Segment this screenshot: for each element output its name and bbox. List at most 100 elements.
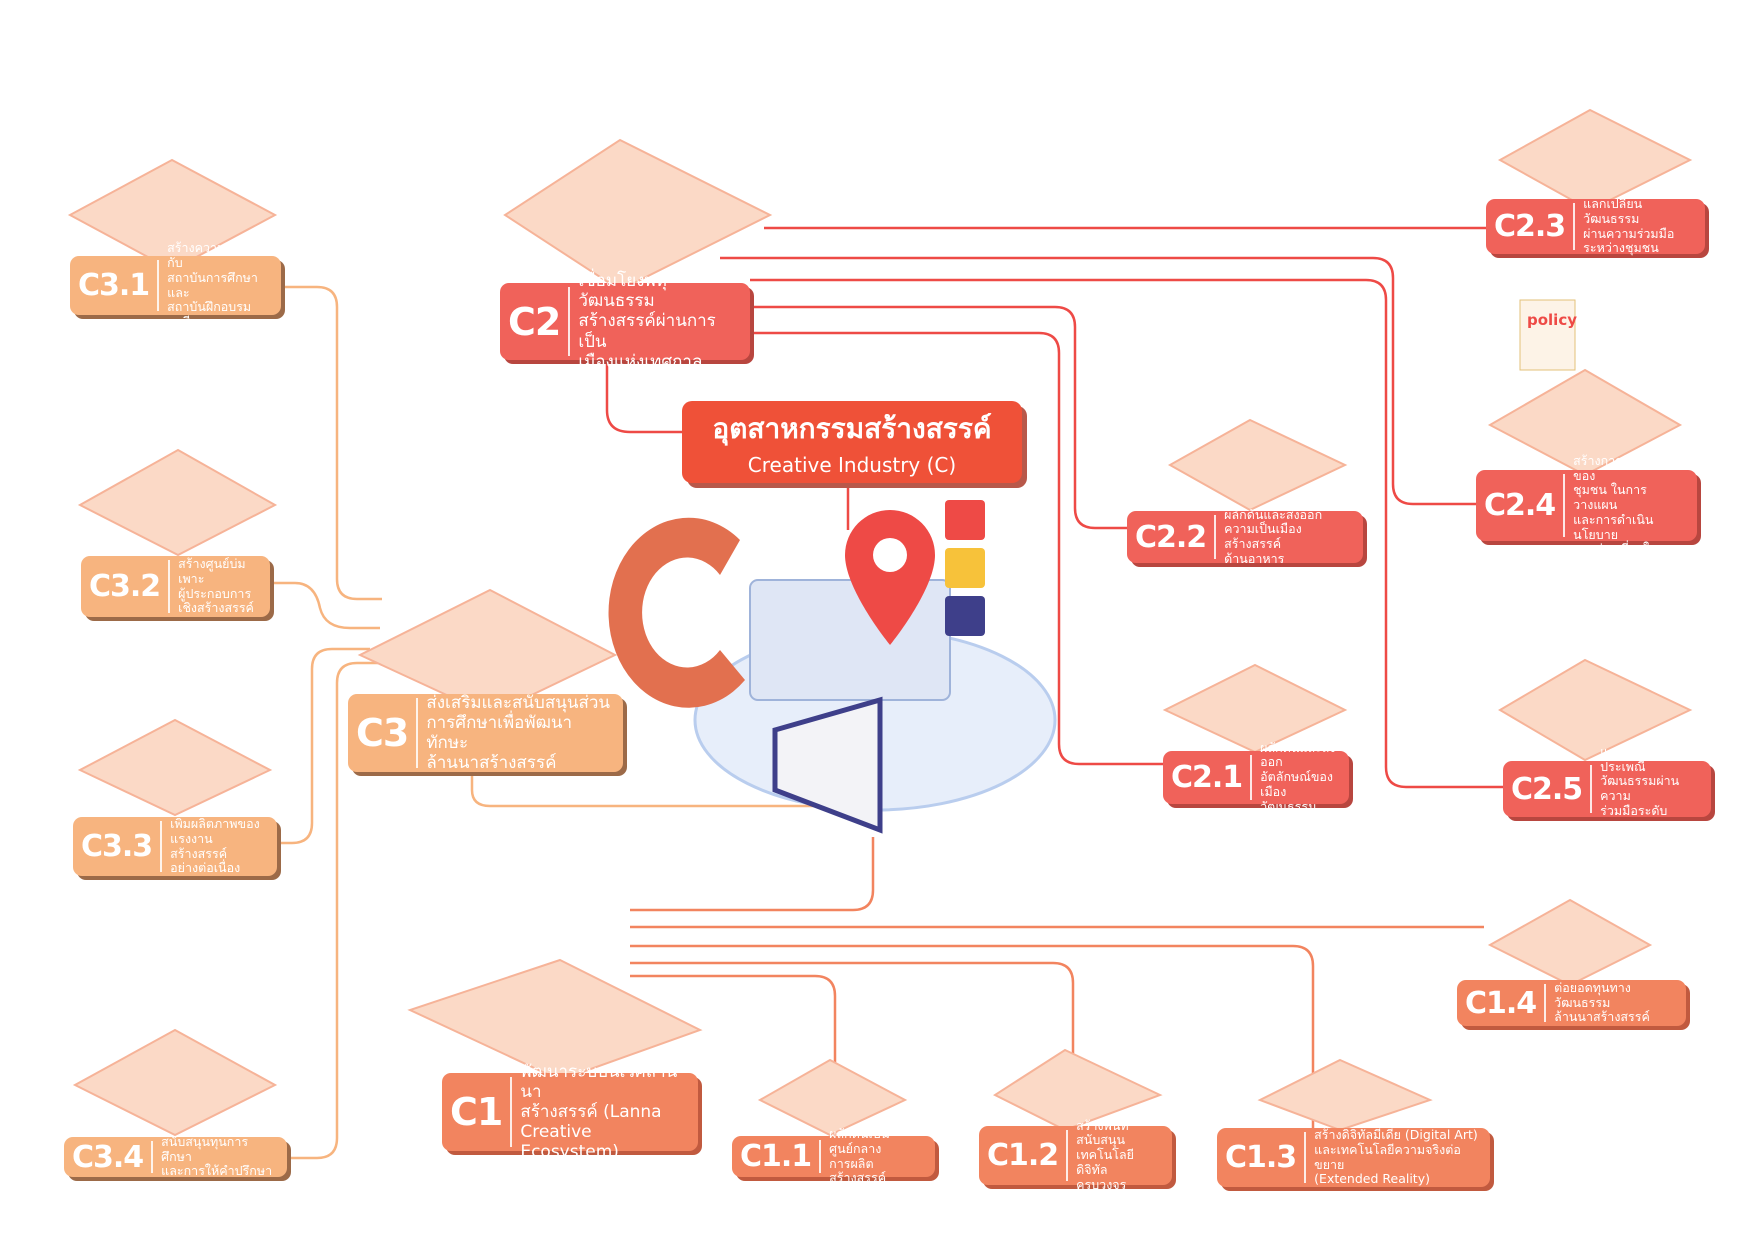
node-code: C3.4: [72, 1140, 154, 1175]
platform-illustrations: policy: [67, 108, 1693, 1137]
node-description-line: การศึกษาเพื่อพัฒนาทักษะ: [426, 712, 573, 753]
node-description-line: สร้างสรรค์ (Lanna: [520, 1101, 662, 1122]
node-description-line: และเทคโนโลยีความจริงต่อขยาย: [1314, 1141, 1461, 1172]
node-code: C1.2: [987, 1130, 1069, 1181]
node-description-line: ความเป็นเมืองสร้างสรรค์: [1224, 521, 1302, 551]
node-description-line: สร้างการมีส่วนร่วมของ: [1573, 452, 1676, 483]
node-description: สร้างการมีส่วนร่วมของชุมชน ในการวางแผนแล…: [1573, 452, 1687, 557]
node-code: C2.4: [1484, 474, 1566, 537]
node-description: เชื่อมโยงพหุวัฒนธรรมสร้างสรรค์ผ่านการเป็…: [578, 271, 740, 371]
node-description: ส่งเสริมและสนับสนุนส่วนการศึกษาเพื่อพัฒน…: [426, 693, 613, 773]
node-description-line: และการดำเนินนโยบาย: [1573, 511, 1654, 542]
platform-c21: [1162, 663, 1348, 754]
platform-c14: [1487, 898, 1653, 987]
node-description: สนับสนุนทุนการศึกษาและการให้คำปรึกษา: [161, 1133, 277, 1179]
node-code: C1.4: [1465, 984, 1547, 1022]
central-title-box: อุตสาหกรรมสร้างสรรค์ Creative Industry (…: [682, 401, 1022, 483]
platform-c11: [757, 1058, 908, 1137]
node-description-line: ผลักดันและส่งออก: [1260, 739, 1336, 770]
node-description-line: สร้างสรรค์ผ่านการเป็น: [578, 311, 716, 352]
node-description-line: ต่อยอดทุนทางวัฒนธรรม: [1554, 979, 1631, 1010]
chat-tile-icon: [945, 596, 985, 636]
node-description-line: ระหว่างชุมชน: [1583, 240, 1659, 256]
platform-c25: [1498, 658, 1693, 762]
node-description: แลกเปลี่ยนประเพณีวัฒนธรรมผ่านความร่วมมือ…: [1600, 744, 1701, 834]
chart-tile-icon: [945, 500, 985, 540]
node-description-line: อย่างต่อเนื่อง: [170, 860, 241, 876]
node-description-line: สร้างพื้นที่สนับสนุน: [1076, 1117, 1129, 1148]
platform-c22: [1167, 418, 1348, 512]
node-description-line: ผลักดันเป็นศูนย์กลาง: [829, 1126, 890, 1156]
node-description-line: และการให้คำปรึกษา: [161, 1163, 273, 1179]
node-description-line: สนับสนุนทุนการศึกษา: [161, 1133, 249, 1164]
node-description-line: เมืองแห่งเทศกาล: [578, 351, 703, 372]
central-title: อุตสาหกรรมสร้างสรรค์: [712, 412, 992, 445]
node-description-line: ล้านนาสร้างสรรค์: [426, 753, 557, 774]
node-code: C3: [356, 698, 419, 768]
megaphone-icon: [772, 696, 883, 834]
node-description-line: สถาบันการศึกษา และ: [167, 269, 258, 300]
node-description: สร้างดิจิทัลมีเดีย (Digital Art)และเทคโน…: [1314, 1127, 1480, 1187]
node-description-line: (Extended Reality): [1314, 1171, 1430, 1187]
platform-c33: [77, 718, 273, 817]
badge-tile-icon: [945, 548, 985, 588]
node-description-line: ผลักดันและส่งออก: [1224, 506, 1323, 522]
node-description: เพิ่มผลิตภาพของแรงงานสร้างสรรค์อย่างต่อเ…: [170, 816, 267, 876]
node-description-line: ร่วมมือระดับประเทศ: [1600, 802, 1668, 833]
node-code: C2.1: [1171, 755, 1253, 800]
node-description-line: สร้างความร่วมมือกับ: [167, 240, 263, 270]
platform-c2: [503, 138, 773, 292]
node-code: C1.3: [1225, 1132, 1307, 1183]
node-description-line: เพิ่มผลิตภาพของ: [170, 816, 260, 831]
node-description-line: ส่งเสริมและสนับสนุนส่วน: [426, 692, 610, 713]
node-description-line: การท่องเที่ยวในชุชน: [1573, 541, 1684, 557]
node-description-line: ชุมชน ในการวางแผน: [1573, 482, 1647, 513]
central-subtitle: Creative Industry (C): [747, 453, 957, 477]
node-code: C1: [450, 1077, 513, 1147]
platform-c13: [1257, 1058, 1433, 1132]
platform-c32: [77, 448, 278, 557]
c3-connectors: [270, 285, 820, 1160]
platform-c23: [1497, 108, 1693, 212]
c1-connectors: [630, 837, 1484, 1136]
platform-c34: [72, 1028, 278, 1137]
node-description: สร้างศูนย์บ่มเพาะผู้ประกอบการเชิงสร้างสร…: [178, 556, 260, 616]
node-description: ผลักดันเป็นศูนย์กลางการผลิตสร้างสรรค์: [829, 1126, 925, 1186]
node-description-line: สร้างศูนย์บ่มเพาะ: [178, 556, 246, 586]
node-description-line: พัฒนาระบบนิเวศล้านนา: [520, 1061, 678, 1102]
node-code: C3.1: [78, 260, 160, 311]
node-description-line: สร้างดิจิทัลมีเดีย (Digital Art): [1314, 1127, 1478, 1142]
big-c-letter-icon: [608, 517, 745, 708]
node-description: แลกเปลี่ยนวัฒนธรรมผ่านความร่วมมือระหว่าง…: [1583, 196, 1695, 256]
node-description-line: เทคโนโลยีดิจิทัล: [1076, 1147, 1135, 1177]
node-description: สร้างพื้นที่สนับสนุนเทคโนโลยีดิจิทัลครบว…: [1076, 1117, 1162, 1193]
node-code: C3.2: [89, 560, 171, 613]
policy-board: [1519, 299, 1576, 371]
node-description-line: ผ่านความร่วมมือ: [1583, 225, 1675, 241]
node-description-line: แลกเปลี่ยนวัฒนธรรม: [1583, 196, 1643, 226]
node-description-line: เชิงสร้างสรรค์: [178, 600, 254, 616]
node-description-line: การผลิตสร้างสรรค์: [829, 1155, 887, 1186]
node-description: ต่อยอดทุนทางวัฒนธรรมล้านนาสร้างสรรค์: [1554, 979, 1676, 1025]
node-description-line: วัฒนธรรม: [1260, 798, 1317, 814]
node-description-line: ครบวงจร: [1076, 1176, 1127, 1192]
c2-connectors: [605, 226, 1503, 789]
policy-label: policy: [1527, 311, 1577, 329]
